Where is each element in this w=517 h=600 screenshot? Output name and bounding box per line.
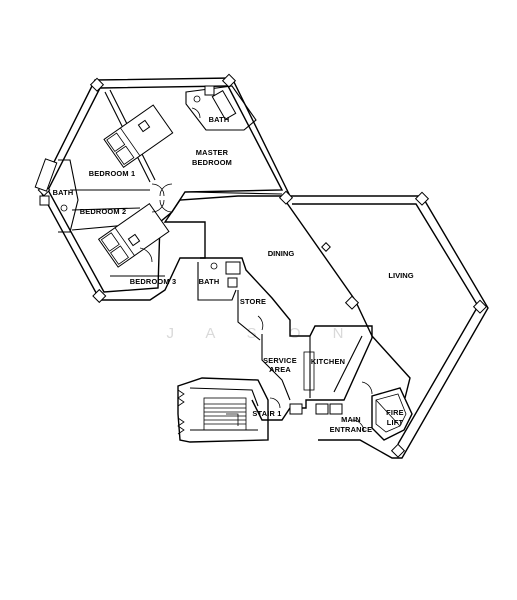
- bed-bedroom-1: [103, 104, 174, 168]
- stair-treads: [203, 397, 247, 431]
- bath-fixtures: [34, 85, 257, 288]
- door-swings: [139, 107, 373, 433]
- label-kitchen: KITCHEN: [311, 357, 345, 366]
- stair: [177, 377, 269, 443]
- label-fire-lift-line1: FIRE: [386, 408, 404, 417]
- label-dining: DINING: [268, 249, 295, 258]
- beds: [97, 104, 174, 268]
- label-bedroom-3: BEDROOM 3: [130, 277, 177, 286]
- bedroom-interior-walls: [58, 89, 283, 277]
- label-store: STORE: [240, 297, 266, 306]
- label-living: LIVING: [388, 271, 413, 280]
- label-main-entrance-line1: MAIN: [341, 415, 361, 424]
- label-master-bedroom-line1: MASTER: [196, 148, 229, 157]
- room-labels: MASTER BEDROOM BATH BEDROOM 1 BATH BEDRO…: [53, 115, 414, 434]
- label-bath-master: BATH: [209, 115, 230, 124]
- service-core-walls: [197, 257, 413, 441]
- label-bath-left: BATH: [53, 188, 74, 197]
- label-bedroom-1: BEDROOM 1: [89, 169, 136, 178]
- label-fire-lift-line2: LIFT: [387, 418, 404, 427]
- label-service-area-line2: AREA: [269, 365, 291, 374]
- label-bath-center: BATH: [199, 277, 220, 286]
- label-master-bedroom-line2: BEDROOM: [192, 158, 232, 167]
- label-stair: STAIR 1: [252, 409, 281, 418]
- label-main-entrance-line2: ENTRANCE: [330, 425, 373, 434]
- label-service-area-line1: SERVICE: [263, 356, 297, 365]
- watermark-text: J A S O N: [166, 325, 357, 342]
- label-bedroom-2: BEDROOM 2: [80, 207, 127, 216]
